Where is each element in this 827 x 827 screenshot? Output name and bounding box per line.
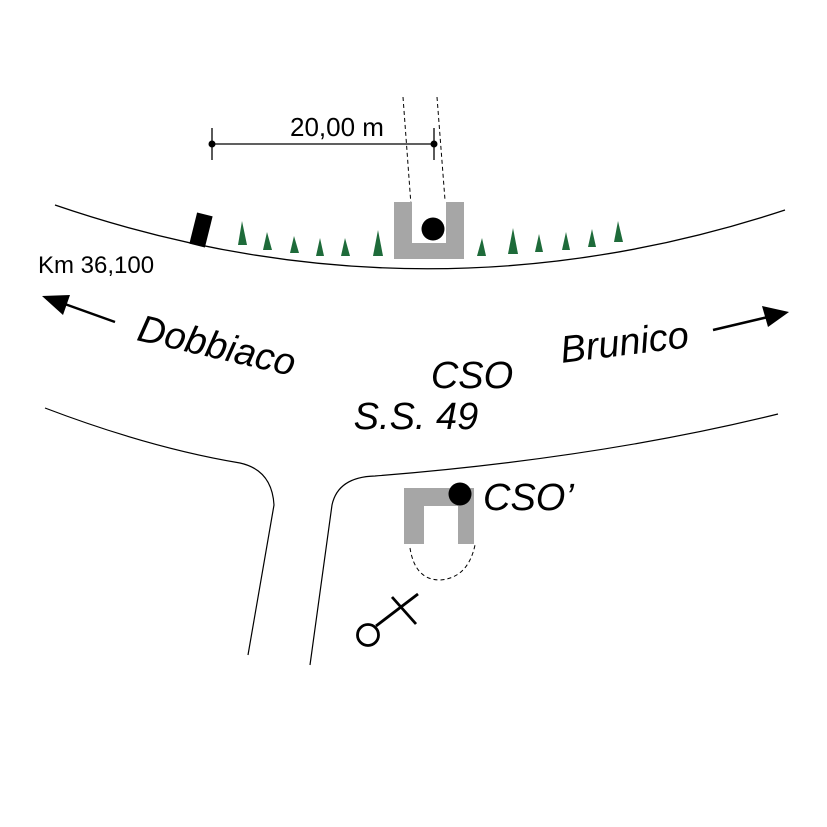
direction-label-dobbiaco: Dobbiaco xyxy=(134,308,300,385)
door-arc xyxy=(409,544,476,581)
tree-row xyxy=(238,221,623,256)
tree-icon xyxy=(290,236,299,253)
tree-icon xyxy=(316,238,324,256)
road-edge-south-right xyxy=(309,413,779,666)
tree-icon xyxy=(373,230,383,256)
tree-icon xyxy=(341,238,350,256)
tree-icon xyxy=(238,221,247,245)
km-label: Km 36,100 xyxy=(38,252,154,279)
direction-label-brunico: Brunico xyxy=(558,314,691,371)
view-line-left xyxy=(402,96,412,206)
cso-point-marker xyxy=(421,217,445,241)
tree-icon xyxy=(508,228,518,254)
cso-label: CSO xyxy=(431,355,513,397)
scale-label: 20,00 m xyxy=(290,112,384,142)
cso-secondary-point-marker xyxy=(448,482,472,506)
road-label: S.S. 49 xyxy=(354,396,479,438)
arrow-right-icon xyxy=(712,306,789,332)
tree-icon xyxy=(263,232,272,250)
tree-icon xyxy=(562,232,570,250)
tree-icon xyxy=(535,234,543,252)
tree-icon xyxy=(614,221,623,242)
tree-icon xyxy=(477,238,486,256)
tree-icon xyxy=(588,229,596,247)
road-edge-north xyxy=(54,204,786,270)
view-line-right xyxy=(436,96,446,201)
observer-symbol-icon xyxy=(356,592,419,647)
km-marker-icon xyxy=(189,212,213,248)
scale-bar: 20,00 m xyxy=(208,112,438,160)
road-edge-south-left xyxy=(44,407,275,656)
cso-secondary-label: CSO’ xyxy=(483,477,574,519)
arrow-left-icon xyxy=(42,295,116,324)
building-north xyxy=(394,202,464,259)
